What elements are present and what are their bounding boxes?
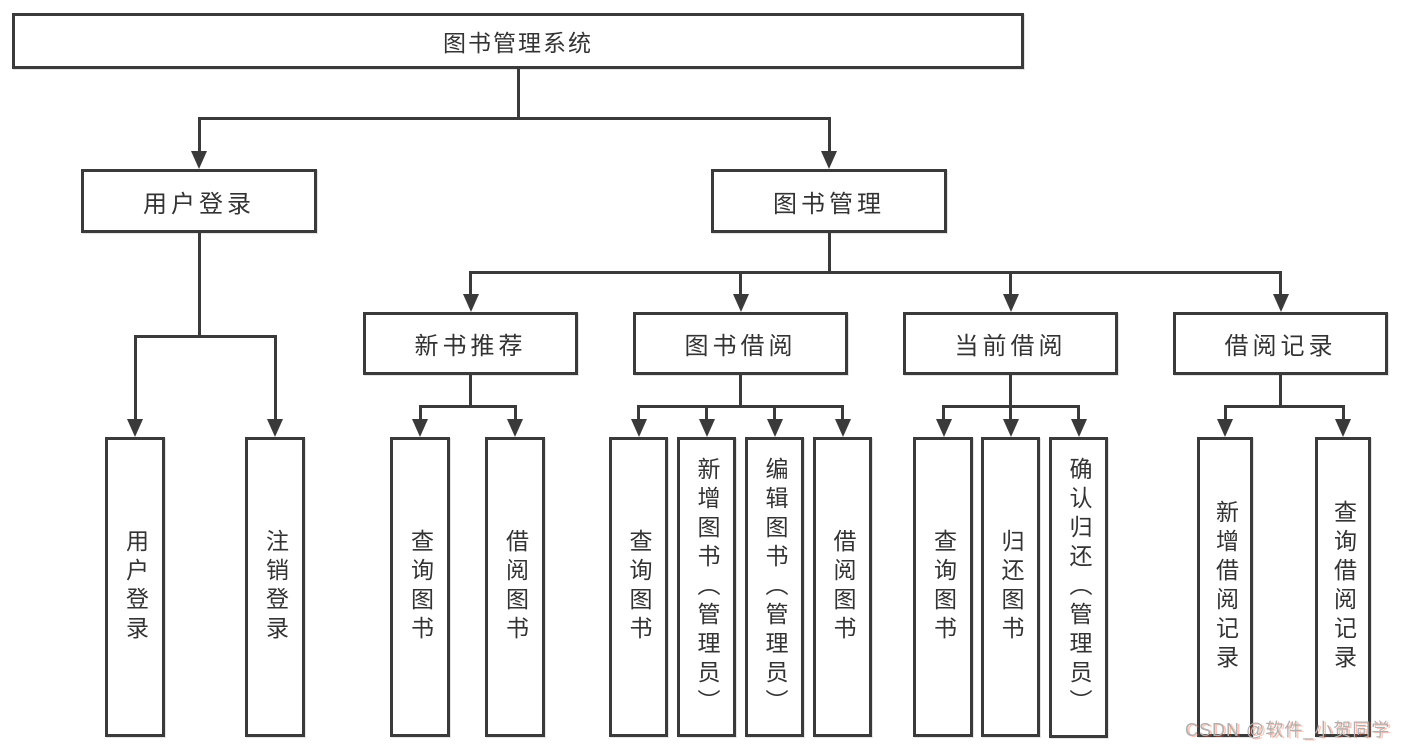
connector-arrow-stem [513, 406, 517, 423]
connector-vline [1279, 375, 1282, 408]
node-confirm-return-admin: 确认归还（管理员） [1049, 437, 1108, 738]
connector-hline [469, 270, 1282, 274]
connector-arrow-stem [1077, 406, 1080, 423]
node-query-books-1: 查询图书 [390, 437, 450, 737]
connector-vline [827, 233, 831, 274]
node-current-borrowing: 当前借阅 [903, 312, 1118, 375]
node-book-management: 图书管理 [711, 169, 947, 233]
connector-arrow-stem [1009, 406, 1012, 423]
arrow-down-icon [462, 294, 479, 312]
arrow-down-icon [1002, 419, 1019, 437]
connector-arrow-stem [739, 272, 742, 298]
connector-arrow-stem [942, 406, 945, 423]
connector-arrow-stem [197, 118, 201, 155]
arrow-down-icon [630, 419, 647, 437]
arrow-down-icon [412, 419, 428, 437]
node-query-books-3: 查询图书 [913, 437, 973, 737]
connector-hline [197, 116, 831, 120]
node-borrow-books-2: 借阅图书 [813, 437, 872, 737]
connector-arrow-stem [1223, 406, 1227, 423]
connector-arrow-stem [1009, 272, 1012, 298]
arrow-down-icon [1070, 419, 1087, 437]
node-user-login-action: 用户登录 [105, 437, 165, 737]
node-borrow-books-1: 借阅图书 [485, 437, 545, 737]
node-new-book-recommend: 新书推荐 [363, 312, 578, 375]
node-add-borrow-record: 新增借阅记录 [1197, 437, 1253, 737]
connector-vline [739, 375, 742, 408]
connector-vline [197, 233, 201, 338]
arrow-down-icon [507, 419, 523, 437]
csdn-watermark: CSDN @软件_小贺同学 [1185, 720, 1391, 740]
connector-arrow-stem [637, 406, 640, 423]
arrow-down-icon [821, 151, 837, 169]
node-return-book: 归还图书 [981, 437, 1040, 737]
node-query-borrow-record: 查询借阅记录 [1315, 437, 1371, 737]
node-add-book-admin: 新增图书（管理员） [677, 437, 736, 737]
arrow-down-icon [1335, 419, 1351, 437]
arrow-down-icon [732, 294, 749, 312]
connector-arrow-stem [418, 406, 422, 423]
connector-hline [418, 404, 517, 408]
connector-vline [516, 69, 520, 119]
connector-arrow-stem [1341, 406, 1345, 423]
connector-arrow-stem [773, 406, 776, 423]
connector-arrow-stem [273, 336, 277, 423]
arrow-down-icon [766, 419, 783, 437]
connector-vline [469, 375, 472, 408]
arrow-down-icon [127, 419, 143, 437]
arrow-down-icon [698, 419, 715, 437]
arrow-down-icon [1272, 294, 1289, 312]
node-query-books-2: 查询图书 [609, 437, 668, 737]
node-root-system: 图书管理系统 [12, 13, 1024, 69]
arrow-down-icon [267, 419, 283, 437]
connector-arrow-stem [827, 118, 831, 155]
connector-arrow-stem [1279, 272, 1282, 298]
connector-vline [1009, 375, 1012, 408]
arrow-down-icon [834, 419, 851, 437]
node-edit-book-admin: 编辑图书（管理员） [745, 437, 804, 737]
arrow-down-icon [1217, 419, 1233, 437]
node-logout: 注销登录 [245, 437, 305, 737]
connector-hline [1223, 404, 1345, 408]
connector-hline [133, 334, 277, 338]
node-user-login: 用户登录 [81, 169, 317, 233]
node-borrowing-records: 借阅记录 [1173, 312, 1388, 375]
arrow-down-icon [191, 151, 207, 169]
node-book-borrowing: 图书借阅 [633, 312, 848, 375]
arrow-down-icon [1002, 294, 1019, 312]
connector-hline [637, 404, 844, 408]
arrow-down-icon [935, 419, 952, 437]
connector-arrow-stem [705, 406, 708, 423]
connector-arrow-stem [133, 336, 137, 423]
connector-arrow-stem [469, 272, 472, 298]
connector-arrow-stem [841, 406, 844, 423]
